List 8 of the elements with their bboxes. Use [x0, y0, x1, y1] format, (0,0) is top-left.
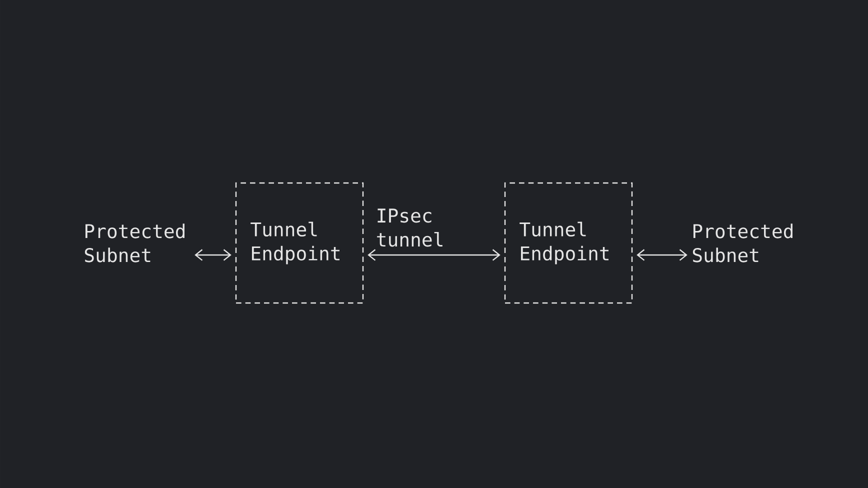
- arrow: [368, 249, 500, 261]
- endpoint-box: Tunnel Endpoint: [504, 182, 633, 304]
- endpoint-box: Tunnel Endpoint: [235, 182, 364, 304]
- edge-label: IPsec tunnel: [377, 208, 442, 247]
- arrow: [636, 249, 688, 261]
- subnet-label: Protected Subnet: [692, 224, 792, 262]
- subnet-label: Protected Subnet: [84, 224, 184, 262]
- arrow: [194, 249, 232, 261]
